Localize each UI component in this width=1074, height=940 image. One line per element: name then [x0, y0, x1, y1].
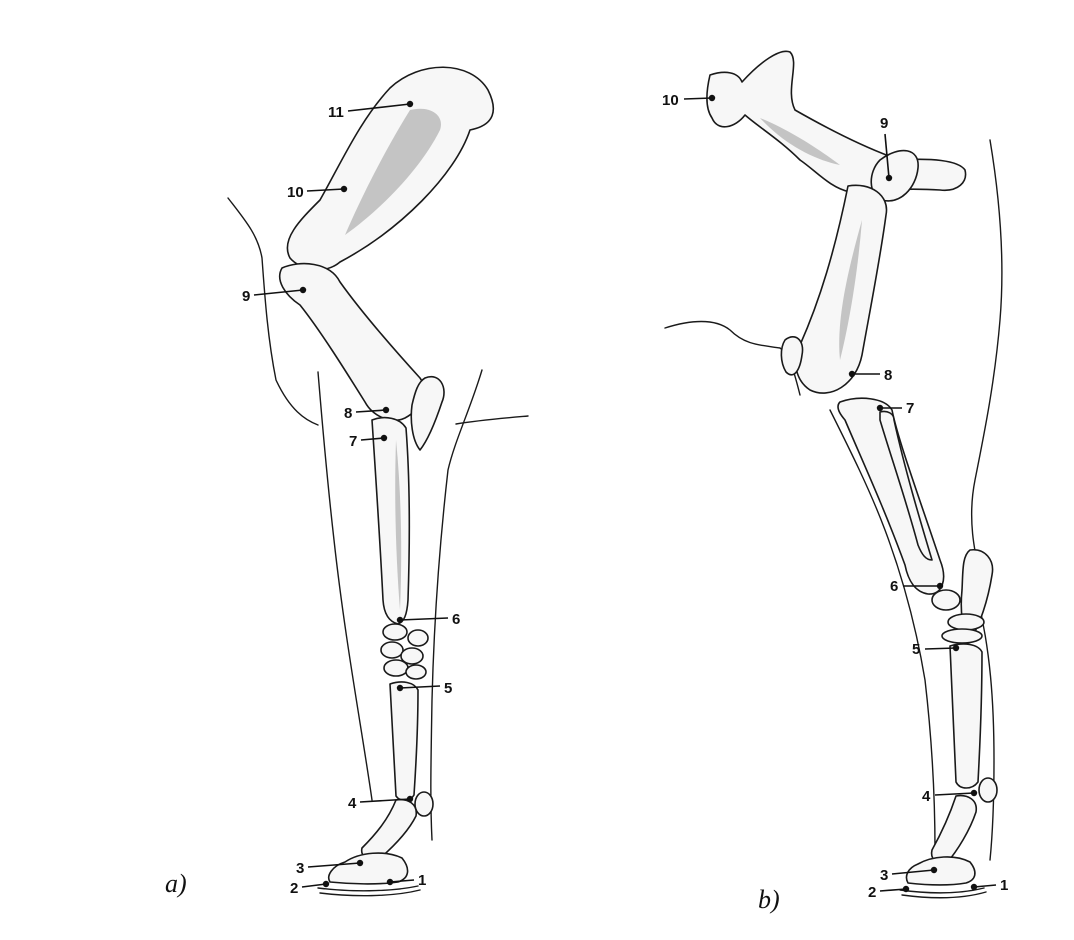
panel-a-chest-line: [456, 416, 528, 424]
svg-text:9: 9: [242, 288, 250, 305]
svg-text:5: 5: [444, 680, 452, 697]
svg-text:7: 7: [906, 400, 914, 417]
panel-b-femur: [796, 185, 887, 393]
svg-text:8: 8: [884, 367, 892, 384]
panel-b-cannon-bone: [950, 644, 982, 788]
svg-text:1: 1: [418, 872, 426, 889]
svg-text:11: 11: [328, 104, 344, 121]
panel-a-radius: [372, 418, 409, 624]
svg-text:8: 8: [344, 405, 352, 422]
panel-b-label-1: 1: [971, 877, 1009, 894]
panel-a-hoof-sole: [318, 886, 418, 891]
panel-a-skin-back: [431, 370, 482, 840]
svg-text:9: 9: [880, 115, 888, 132]
svg-text:6: 6: [890, 578, 898, 595]
svg-text:3: 3: [296, 860, 304, 877]
svg-text:4: 4: [348, 795, 357, 812]
svg-text:1: 1: [1000, 877, 1008, 894]
svg-text:10: 10: [287, 184, 304, 201]
panel-b-abdomen-outline: [665, 322, 800, 396]
svg-text:2: 2: [290, 880, 298, 897]
panel-b-flank-outline: [972, 140, 1002, 600]
svg-text:3: 3: [880, 867, 888, 884]
panel-b-hindlimb: 10 9 8 7 6 5 4: [662, 51, 1008, 914]
panel-b-pastern: [932, 796, 977, 865]
svg-text:2: 2: [868, 884, 876, 901]
panel-a-carpus: [381, 624, 428, 679]
panel-a-cannon-bone: [390, 682, 418, 800]
svg-text:5: 5: [912, 641, 920, 658]
panel-a-skin-front: [318, 372, 372, 800]
panel-b-pelvis: [707, 51, 966, 192]
panel-a-forelimb: 11 10 9 8 7 6 5: [165, 67, 528, 898]
svg-text:7: 7: [349, 433, 357, 450]
panel-a-humerus: [280, 264, 424, 421]
panel-a-caption: a): [165, 869, 187, 898]
panel-b-caption: b): [758, 885, 780, 914]
panel-a-sesamoid: [415, 792, 433, 816]
panel-b-label-2: 2: [868, 884, 909, 901]
svg-text:10: 10: [662, 92, 679, 109]
panel-b-sesamoid: [979, 778, 997, 802]
panel-a-pastern: [362, 800, 417, 861]
svg-text:4: 4: [922, 788, 931, 805]
svg-text:6: 6: [452, 611, 460, 628]
panel-a-coffin-bone: [329, 853, 408, 884]
